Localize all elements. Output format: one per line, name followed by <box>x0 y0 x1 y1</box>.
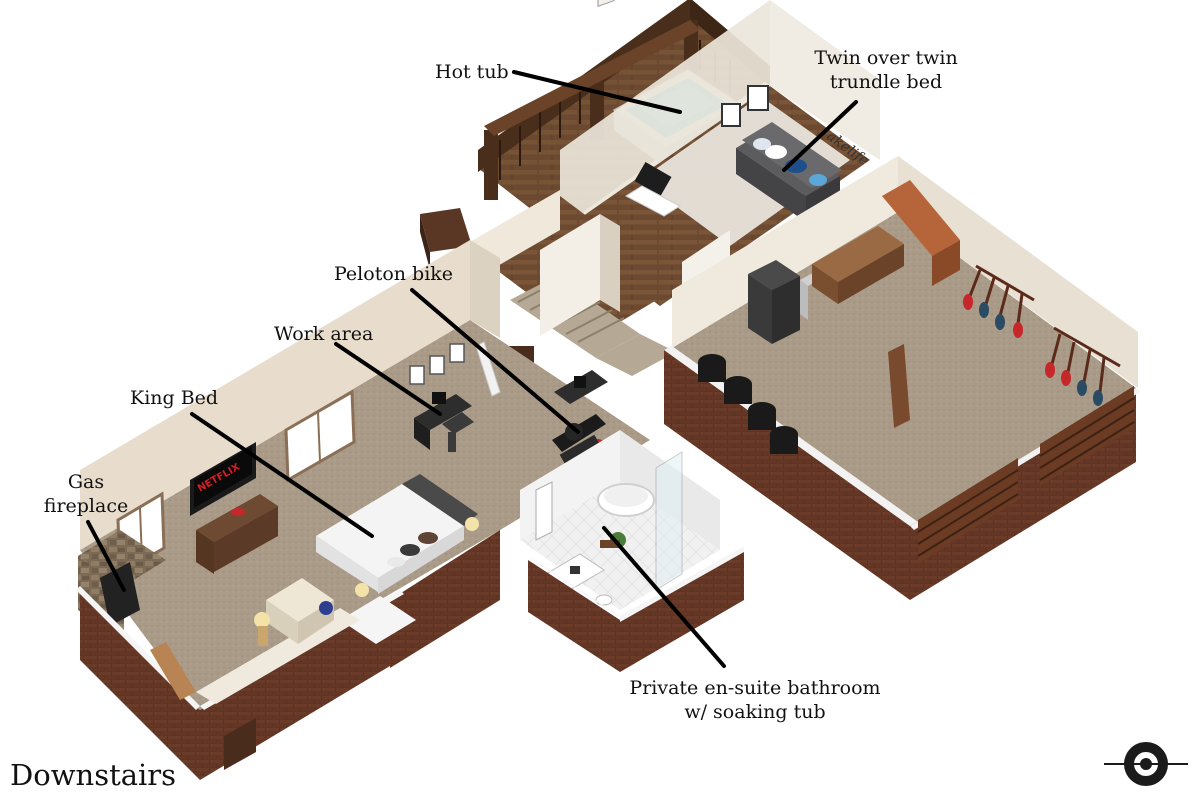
shovel-rack-1 <box>968 264 1035 325</box>
armchair <box>254 578 334 646</box>
callout-line-hot-tub <box>512 70 682 114</box>
label-ensuite-bathroom-line1: Private en-suite bathroom <box>629 677 881 699</box>
callout-line-trundle <box>782 100 858 172</box>
callout-line-king-bed <box>190 412 374 538</box>
label-work-area: Work area <box>274 323 374 345</box>
label-peloton-bike: Peloton bike <box>334 263 454 285</box>
watermark-logo <box>1104 742 1188 786</box>
label-gas-fireplace-line1: Gas <box>67 471 105 493</box>
label-gas-fireplace-line2: fireplace <box>43 495 129 517</box>
label-trundle-bed-line2: trundle bed <box>829 71 943 93</box>
master-bedroom <box>76 240 650 780</box>
callout-lines <box>86 70 858 668</box>
label-ensuite-bathroom-line2: w/ soaking tub <box>684 701 826 723</box>
garage-game-room <box>664 156 1140 600</box>
label-trundle-bed: Twin over twin trundle bed <box>806 46 966 94</box>
king-bed <box>316 474 479 597</box>
label-king-bed: King Bed <box>130 387 219 409</box>
netflix-tv: NETFLIX <box>190 442 278 574</box>
label-gas-fireplace: Gas fireplace <box>36 470 136 518</box>
callout-line-fireplace <box>86 520 126 592</box>
callout-line-work-area <box>334 342 442 416</box>
callout-line-bathroom <box>602 526 726 668</box>
page-title: Downstairs <box>10 758 177 792</box>
label-trundle-bed-line1: Twin over twin <box>814 47 958 69</box>
work-area-desk <box>409 341 501 452</box>
bins <box>698 354 798 454</box>
bench <box>150 642 196 700</box>
shovel-rack-2 <box>1050 326 1121 393</box>
tv-stand-upper <box>624 161 682 217</box>
label-ensuite-bathroom: Private en-suite bathroom w/ soaking tub <box>620 676 890 724</box>
callout-line-peloton <box>410 288 580 434</box>
label-hot-tub: Hot tub <box>435 61 509 83</box>
